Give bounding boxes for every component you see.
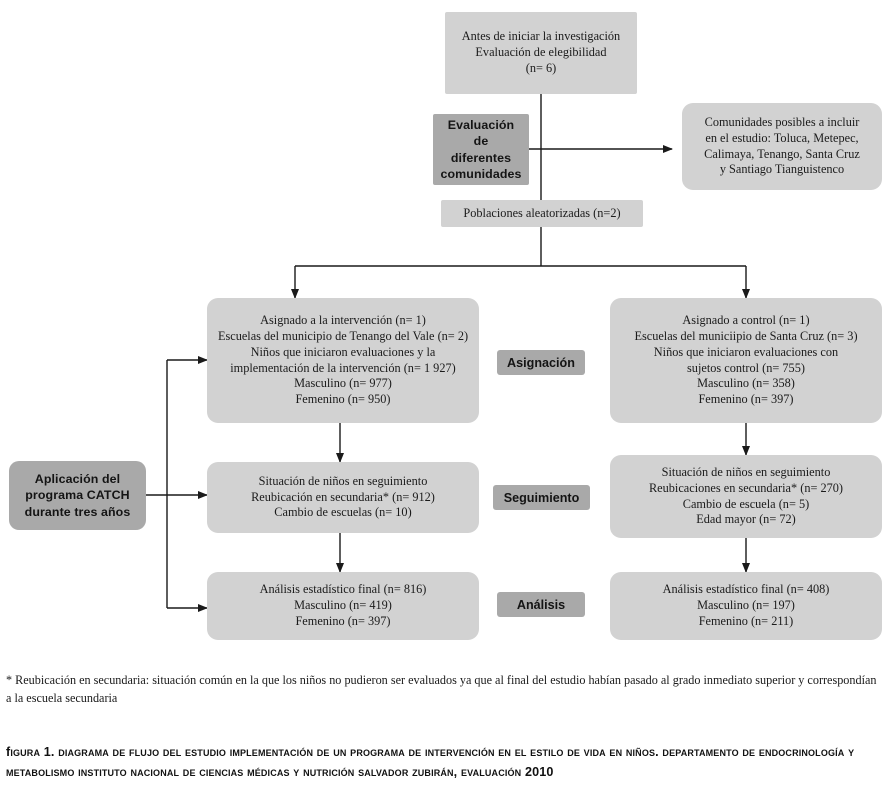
- node-eligibility: Antes de iniciar la investigación Evalua…: [445, 12, 637, 94]
- node-intervention-analysis: Análisis estadístico final (n= 816) Masc…: [207, 572, 479, 640]
- node-intervention-assigned: Asignado a la intervención (n= 1) Escuel…: [207, 298, 479, 423]
- node-randomized-populations: Poblaciones aleatorizadas (n=2): [441, 200, 643, 227]
- stage-label-analysis: Análisis: [497, 592, 585, 617]
- node-intervention-followup: Situación de niños en seguimiento Reubic…: [207, 462, 479, 533]
- figure-footnote: * Reubicación en secundaria: situación c…: [6, 673, 877, 705]
- node-control-assigned: Asignado a control (n= 1) Escuelas del m…: [610, 298, 882, 423]
- node-catch-program: Aplicación del programa CATCH durante tr…: [9, 461, 146, 530]
- connector-layer: [146, 94, 750, 612]
- stage-label-followup: Seguimiento: [493, 485, 590, 510]
- figure-caption: Figura 1. Diagrama de flujo del estudio …: [6, 745, 855, 780]
- node-evaluation-communities: Evaluación de diferentes comunidades: [433, 114, 529, 185]
- node-possible-communities: Comunidades posibles a incluir en el est…: [682, 103, 882, 190]
- node-control-analysis: Análisis estadístico final (n= 408) Masc…: [610, 572, 882, 640]
- node-control-followup: Situación de niños en seguimiento Reubic…: [610, 455, 882, 538]
- stage-label-allocation: Asignación: [497, 350, 585, 375]
